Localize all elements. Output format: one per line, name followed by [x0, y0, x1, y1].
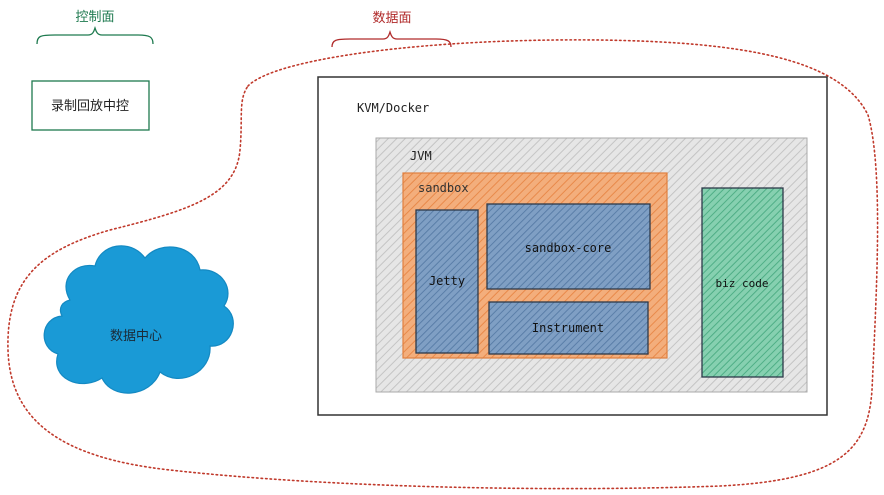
jvm-label: JVM	[410, 149, 432, 163]
data-plane-boundary	[7, 39, 879, 490]
jetty-label: Jetty	[429, 274, 465, 288]
sandbox-core-label: sandbox-core	[525, 241, 612, 255]
biz-code-box	[701, 187, 784, 378]
biz-code-label: biz code	[716, 277, 769, 290]
cloud-shape	[43, 245, 234, 394]
instrument-box	[488, 301, 649, 355]
control-plane-brace	[36, 25, 154, 45]
recording-control-label: 录制回放中控	[51, 99, 129, 114]
data-plane-brace	[331, 29, 452, 48]
vm-label: KVM/Docker	[357, 101, 429, 115]
control-plane-label: 控制面	[75, 10, 114, 25]
data-plane-group: 数据面	[7, 11, 879, 490]
instrument-label: Instrument	[532, 321, 604, 335]
data-plane-label: 数据面	[372, 11, 411, 26]
sandbox-core-box	[486, 203, 651, 290]
data-center-cloud: 数据中心	[43, 245, 234, 394]
recording-control-box	[31, 80, 150, 131]
sandbox-label: sandbox	[418, 181, 469, 195]
jetty-box	[415, 209, 479, 354]
control-plane-group: 控制面 录制回放中控	[31, 10, 154, 131]
data-center-label: 数据中心	[110, 329, 162, 344]
